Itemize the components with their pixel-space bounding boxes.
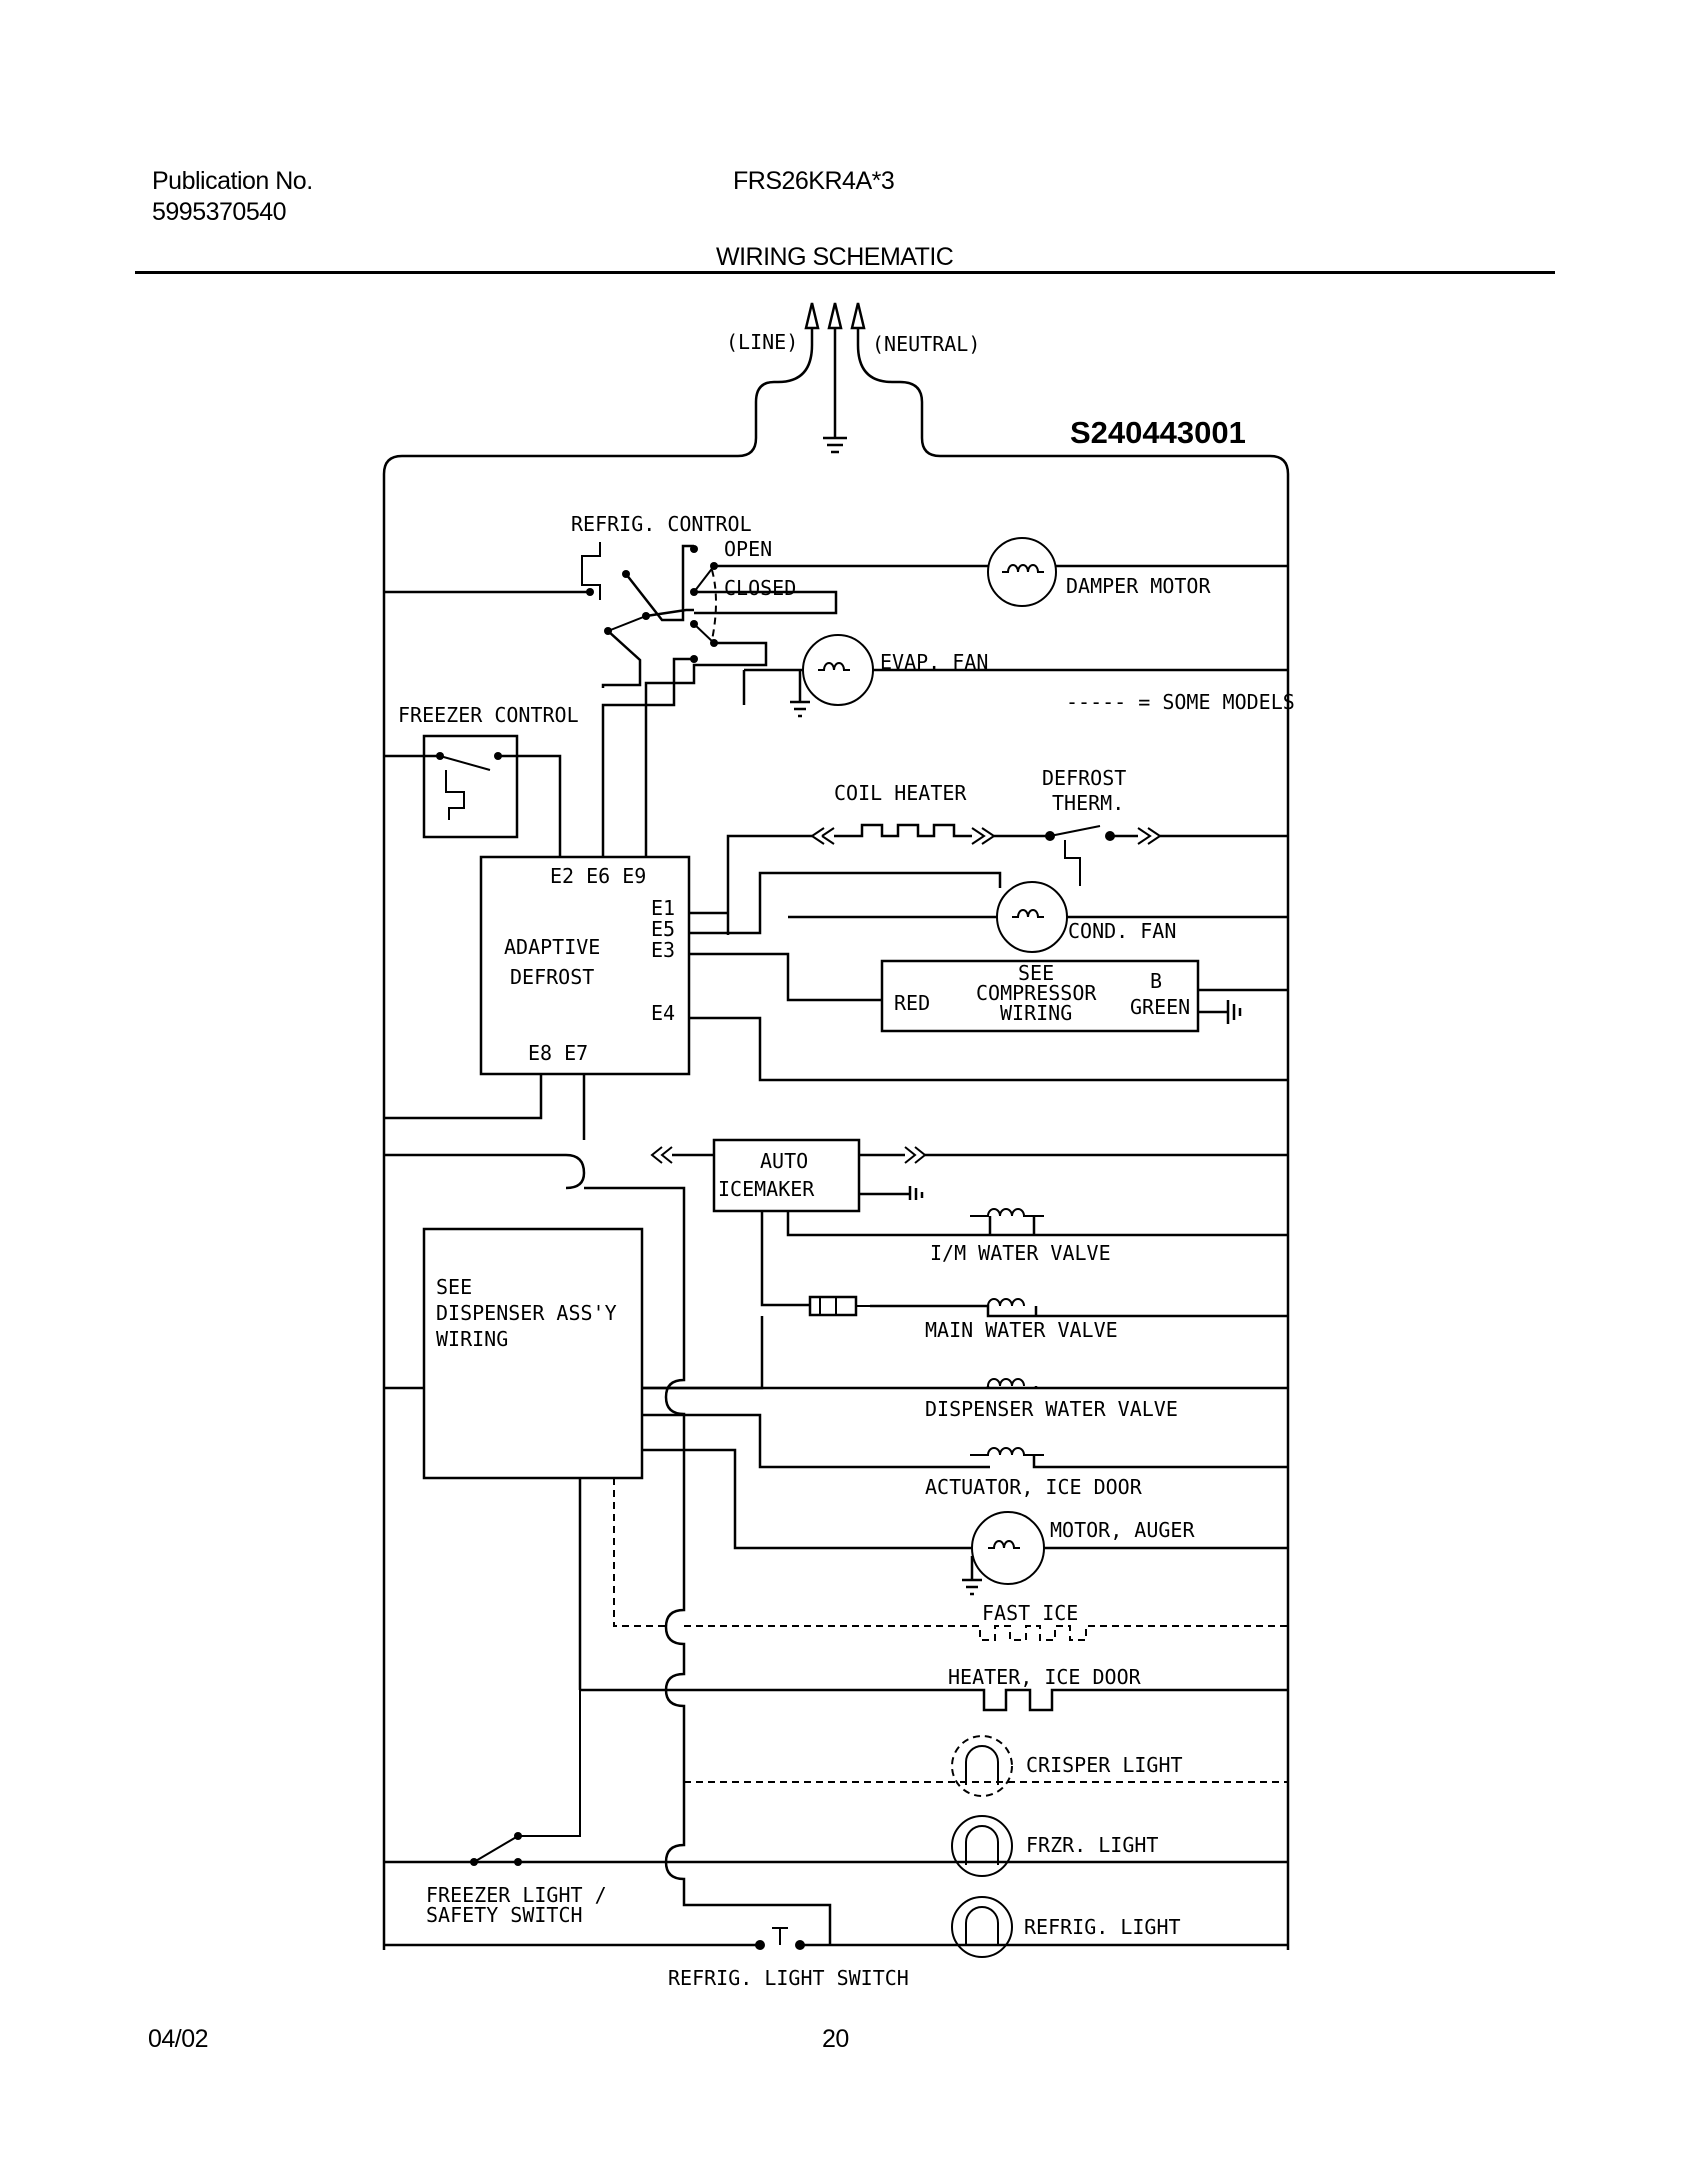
adaptive-label: ADAPTIVE <box>504 935 600 959</box>
footer-date: 04/02 <box>148 2025 209 2053</box>
freezer-light-label-1: FREEZER LIGHT / <box>426 1883 607 1907</box>
refrig-light-label: REFRIG. LIGHT <box>1024 1915 1181 1939</box>
defrost-board-label: DEFROST <box>510 965 594 989</box>
compressor-label: COMPRESSOR <box>976 981 1097 1005</box>
part-number: S240443001 <box>1070 415 1246 450</box>
board-bottom-wires <box>384 1074 586 1128</box>
crisper-light <box>684 1735 1288 1797</box>
compressor-wiring: WIRING <box>1000 1001 1072 1025</box>
red-label: RED <box>894 991 930 1015</box>
heater-ice-door-label: HEATER, ICE DOOR <box>948 1665 1142 1689</box>
some-models-legend: ----- = SOME MODELS <box>1066 690 1295 714</box>
auto-label: AUTO <box>760 1149 808 1173</box>
defrost-thermostat <box>1045 825 1288 886</box>
compressor-see: SEE <box>1018 961 1054 985</box>
frzr-light-label: FRZR. LIGHT <box>1026 1833 1158 1857</box>
dispenser-water-valve-label: DISPENSER WATER VALVE <box>925 1397 1178 1421</box>
im-water-valve-label: I/M WATER VALVE <box>930 1241 1111 1265</box>
main-water-valve-label: MAIN WATER VALVE <box>925 1318 1118 1342</box>
open-label: OPEN <box>724 537 772 561</box>
fast-ice-heater <box>613 1478 1288 1641</box>
motor-auger-label: MOTOR, AUGER <box>1050 1518 1195 1542</box>
terminal-e5: E5 <box>651 917 675 941</box>
dispenser-wiring: WIRING <box>436 1327 508 1351</box>
terminal-e4: E4 <box>651 1001 675 1025</box>
coil-heater-label: COIL HEATER <box>834 781 967 805</box>
cond-fan-label: COND. FAN <box>1068 919 1176 943</box>
dispenser-see: SEE <box>436 1275 472 1299</box>
coil-heater <box>726 823 1050 935</box>
auto-icemaker <box>384 1128 1288 1350</box>
evap-fan <box>742 634 1288 718</box>
line-label: (LINE) <box>726 330 798 354</box>
closed-label: CLOSED <box>724 576 796 600</box>
header-rule <box>135 271 1555 274</box>
dispenser-water-valve <box>642 1378 1288 1390</box>
freezer-control <box>384 734 562 857</box>
damper-motor <box>987 537 1288 607</box>
freezer-control-label: FREEZER CONTROL <box>398 703 579 727</box>
board-terminals-top: E2 E6 E9 <box>550 864 646 888</box>
compressor-wiring-box <box>880 959 1288 1033</box>
motor-auger <box>642 1448 1288 1596</box>
refrig-light-switch-label: REFRIG. LIGHT SWITCH <box>668 1966 909 1990</box>
im-water-valve <box>970 1208 1044 1235</box>
icemaker-label: ICEMAKER <box>718 1177 815 1201</box>
freezer-light-switch <box>470 1690 581 1866</box>
evap-fan-label: EVAP. FAN <box>880 650 988 674</box>
defrost-therm-label-2: THERM. <box>1052 791 1124 815</box>
model-number: FRS26KR4A*3 <box>733 167 895 195</box>
board-wires <box>689 871 1288 1082</box>
freezer-light-label-2: SAFETY SWITCH <box>426 1903 583 1927</box>
page-number: 20 <box>822 2025 849 2053</box>
solenoid-connector <box>808 1295 870 1317</box>
page-title: WIRING SCHEMATIC <box>716 243 954 271</box>
actuator-ice-door-label: ACTUATOR, ICE DOOR <box>925 1475 1143 1499</box>
refrig-light-switch <box>755 1927 805 1950</box>
actuator-ice-door <box>642 1413 1288 1469</box>
neutral-label: (NEUTRAL) <box>872 332 980 356</box>
defrost-therm-label-1: DEFROST <box>1042 766 1126 790</box>
bus-wire <box>664 1350 832 1945</box>
terminal-e1: E1 <box>651 896 675 920</box>
refrig-control-label: REFRIG. CONTROL <box>571 512 752 536</box>
board-terminals-bottom: E8 E7 <box>528 1041 588 1065</box>
dispenser-assy: DISPENSER ASS'Y <box>436 1301 617 1325</box>
publication-label: Publication No. <box>152 167 313 195</box>
heater-ice-door <box>580 1688 1288 1712</box>
b-label: B <box>1150 969 1162 993</box>
condenser-fan <box>788 881 1288 953</box>
refrig-light <box>384 1896 1288 1958</box>
crisper-light-label: CRISPER LIGHT <box>1026 1753 1183 1777</box>
dispenser-box <box>422 1227 644 1480</box>
damper-motor-label: DAMPER MOTOR <box>1066 574 1211 598</box>
adaptive-defrost-board <box>479 855 691 1076</box>
fast-ice-label: FAST ICE <box>982 1601 1078 1625</box>
publication-number: 5995370540 <box>152 198 287 226</box>
terminal-e3: E3 <box>651 938 675 962</box>
green-label: GREEN <box>1130 995 1190 1019</box>
refrig-control <box>384 542 988 1070</box>
power-cord <box>382 302 1290 1950</box>
